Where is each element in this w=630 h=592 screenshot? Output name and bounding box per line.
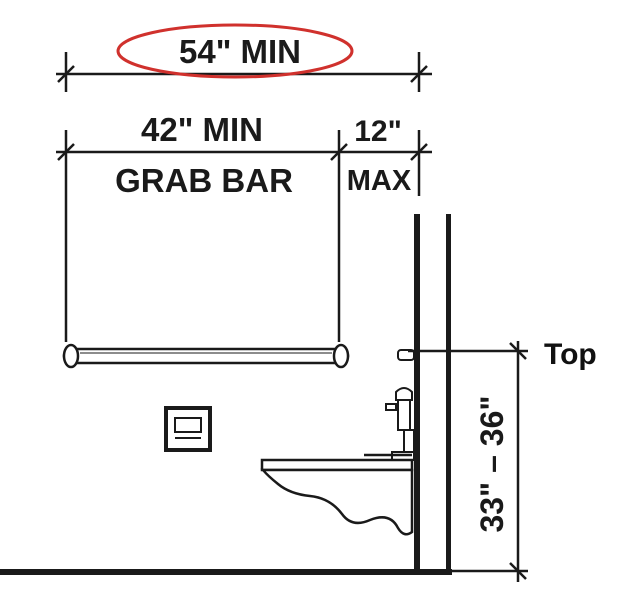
toilet-bowl-icon (260, 453, 414, 536)
grab-bar-left-tick (57, 143, 75, 161)
grab-bar-right-tick (330, 143, 348, 161)
grab-bar-label: GRAB BAR (115, 162, 293, 199)
offset-max-label: MAX (347, 165, 412, 197)
wall-outer-face (446, 214, 451, 574)
height-dimension (408, 341, 528, 582)
top-callout: Top (544, 338, 597, 371)
height-top-tick (509, 342, 527, 360)
highlight-ellipse (116, 23, 354, 79)
overall-dimension (56, 52, 432, 92)
flush-valve-icon (385, 349, 415, 461)
overall-dimension-label: 54" MIN (179, 33, 301, 70)
floor-line (0, 569, 452, 575)
offset-dimension-label: 12" (354, 115, 402, 148)
wall-inner-face (414, 214, 420, 574)
toilet-paper-dispenser-icon (164, 406, 212, 452)
offset-right-tick (410, 143, 428, 161)
height-range-label: 33" – 36" (474, 395, 510, 532)
grab-bar-dimension (56, 130, 432, 342)
height-bottom-tick (509, 562, 527, 580)
grab-bar-length-label: 42" MIN (141, 111, 263, 148)
overall-left-tick (57, 65, 75, 83)
overall-right-tick (410, 65, 428, 83)
grab-bar (62, 343, 350, 369)
wall (414, 214, 451, 574)
